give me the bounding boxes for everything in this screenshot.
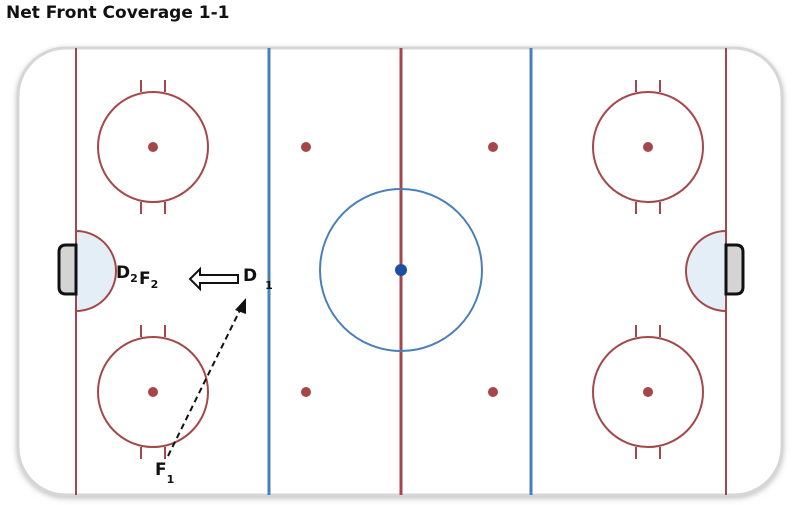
neutral-dot-bottom-left (301, 387, 311, 397)
pass-arrowhead (235, 298, 246, 314)
left-bottom-faceoff-dot (148, 387, 158, 397)
right-goal-net (724, 243, 745, 296)
pass-arrow-f1 (167, 307, 242, 457)
right-bottom-faceoff-dot (643, 387, 653, 397)
neutral-dot-bottom-right (488, 387, 498, 397)
right-crease (685, 229, 727, 313)
diagram-title: Net Front Coverage 1-1 (6, 3, 230, 23)
left-top-faceoff-circle (97, 80, 209, 214)
right-top-faceoff-circle (592, 80, 704, 214)
neutral-dot-top-left (301, 142, 311, 152)
left-crease (75, 229, 117, 313)
left-bottom-faceoff-circle (97, 325, 209, 459)
neutral-dot-top-right (488, 142, 498, 152)
player-d2: D2 (116, 263, 138, 285)
left-top-faceoff-dot (148, 142, 158, 152)
player-f1: F1 (155, 460, 174, 486)
right-top-faceoff-dot (643, 142, 653, 152)
left-goal-net (57, 243, 78, 296)
skate-arrow-d1 (188, 266, 239, 292)
center-faceoff-dot (395, 264, 407, 276)
right-bottom-faceoff-circle (592, 325, 704, 459)
player-f2: F2 (139, 269, 158, 291)
center-circle (319, 188, 483, 352)
